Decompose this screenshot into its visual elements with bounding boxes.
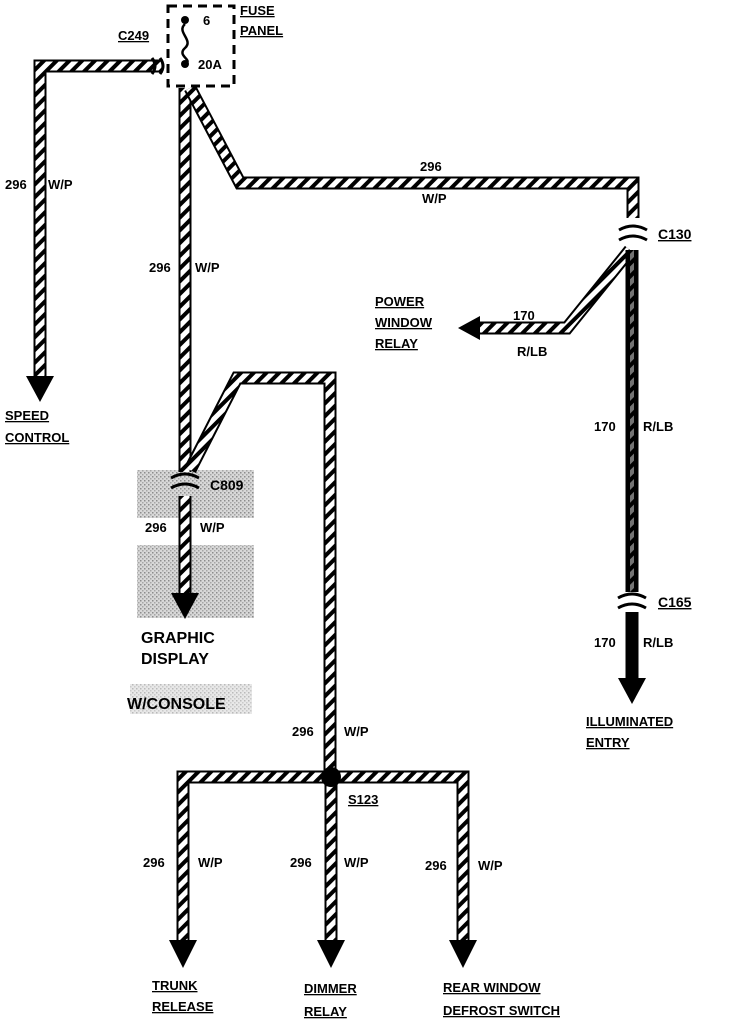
dimmer-color: W/P <box>344 855 369 870</box>
trunk-release-label-1: TRUNK <box>152 978 198 993</box>
wire-s123-bus <box>176 770 470 942</box>
fuse-terminal-top <box>181 16 189 24</box>
c130-c165-color: R/LB <box>643 419 673 434</box>
wires <box>33 59 640 942</box>
speed-control-label-2: CONTROL <box>5 430 69 445</box>
wire-middle-down <box>184 371 337 775</box>
c165-symbol <box>617 592 647 610</box>
power-window-relay-label-1: POWER <box>375 294 425 309</box>
rear-window-circuit: 296 <box>425 858 447 873</box>
c249-label: C249 <box>118 28 149 43</box>
graphic-color: W/P <box>200 520 225 535</box>
arrow-illuminated-entry <box>618 678 646 704</box>
fuse-rating: 20A <box>198 57 222 72</box>
arrow-speed-control <box>26 376 54 402</box>
dimmer-circuit: 296 <box>290 855 312 870</box>
top-right-circuit: 296 <box>420 159 442 174</box>
console-shading <box>130 470 254 714</box>
trunk-color: W/P <box>198 855 223 870</box>
speed-control-label-1: SPEED <box>5 408 49 423</box>
arrow-trunk-release <box>169 940 197 968</box>
s123-label: S123 <box>348 792 378 807</box>
main-down-circuit: 296 <box>149 260 171 275</box>
graphic-display-label-1: GRAPHIC <box>141 630 215 647</box>
illuminated-color: R/LB <box>643 635 673 650</box>
middle-down-circuit: 296 <box>292 724 314 739</box>
graphic-display-label-2: DISPLAY <box>141 651 209 668</box>
fuse-panel-title-1: FUSE <box>240 3 275 18</box>
c130-symbol <box>618 224 648 242</box>
s123-splice-dot <box>321 767 341 787</box>
c249-symbol <box>150 57 165 75</box>
w-console-label: W/CONSOLE <box>127 696 226 713</box>
arrow-power-window <box>458 316 480 340</box>
dimmer-relay-label-2: RELAY <box>304 1004 347 1019</box>
rear-window-label-1: REAR WINDOW <box>443 980 541 995</box>
fuse-element <box>181 23 189 66</box>
arrows <box>26 316 646 968</box>
arrow-rear-window <box>449 940 477 968</box>
illuminated-entry-label-2: ENTRY <box>586 735 630 750</box>
power-window-relay-label-3: RELAY <box>375 336 418 351</box>
power-window-circuit: 170 <box>513 308 535 323</box>
trunk-circuit: 296 <box>143 855 165 870</box>
rear-window-label-2: DEFROST SWITCH <box>443 1003 560 1018</box>
c130-label: C130 <box>658 226 692 242</box>
wire-power-window <box>478 245 636 335</box>
trunk-release-label-2: RELEASE <box>152 999 214 1014</box>
c165-label: C165 <box>658 594 692 610</box>
middle-down-color: W/P <box>344 724 369 739</box>
fuse-panel: 6 20A <box>166 4 236 88</box>
speed-control-color: W/P <box>48 177 73 192</box>
arrow-dimmer-relay <box>317 940 345 968</box>
fuse-number: 6 <box>203 13 210 28</box>
c130-c165-circuit: 170 <box>594 419 616 434</box>
dimmer-relay-label-1: DIMMER <box>304 981 357 996</box>
connector-symbols <box>150 57 648 787</box>
top-right-color: W/P <box>422 191 447 206</box>
graphic-circuit: 296 <box>145 520 167 535</box>
speed-control-circuit: 296 <box>5 177 27 192</box>
fuse-terminal-bottom <box>181 60 189 68</box>
power-window-relay-label-2: WINDOW <box>375 315 433 330</box>
wire-top-right <box>184 84 640 218</box>
illuminated-entry-label-1: ILLUMINATED <box>586 714 673 729</box>
fuse-panel-title-2: PANEL <box>240 23 283 38</box>
c809-label: C809 <box>210 477 244 493</box>
main-down-color: W/P <box>195 260 220 275</box>
rear-window-color: W/P <box>478 858 503 873</box>
c809-symbol <box>170 472 200 490</box>
wire-speed-control <box>33 59 163 378</box>
arrow-graphic-display <box>171 593 199 619</box>
power-window-color: R/LB <box>517 344 547 359</box>
illuminated-circuit: 170 <box>594 635 616 650</box>
